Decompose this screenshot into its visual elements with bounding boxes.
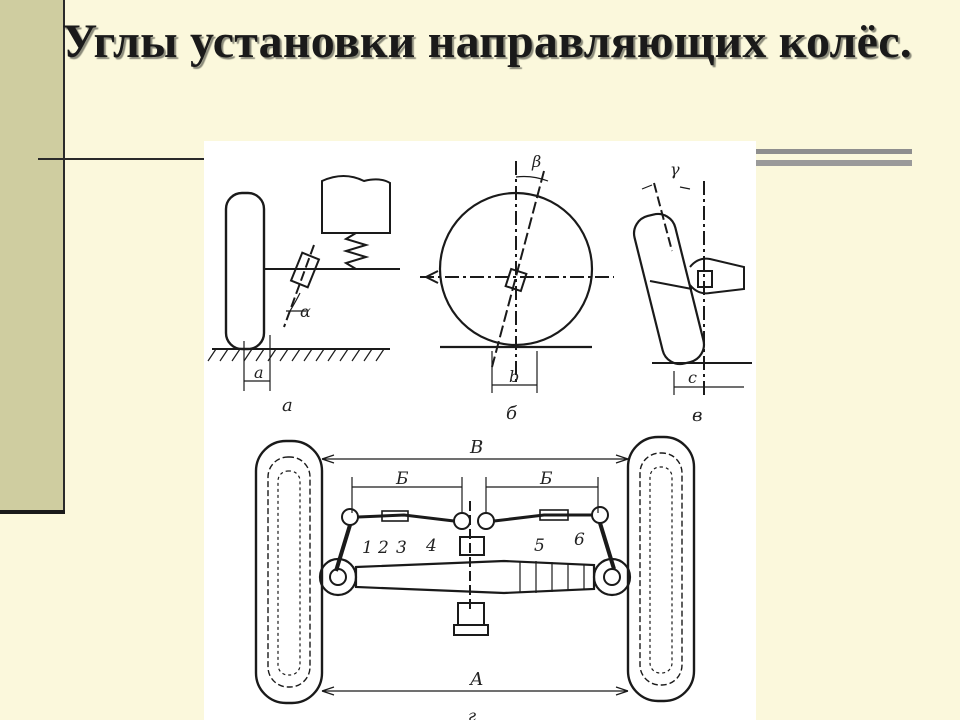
sidebar-bottom-rule — [0, 510, 65, 514]
angle-gamma-label: γ — [670, 160, 680, 179]
title-rule-left — [38, 158, 204, 160]
view-b: β b б — [420, 152, 614, 424]
title-rule-right-top — [756, 149, 912, 154]
dim-B-label: В — [469, 437, 483, 458]
part-number-3: 3 — [396, 538, 407, 558]
dim-c-label: c — [688, 368, 697, 387]
slide-sidebar-band — [0, 0, 65, 512]
angle-beta-label: β — [531, 152, 541, 171]
part-number-5: 5 — [534, 536, 545, 556]
dim-B-left-label: Б — [395, 469, 409, 489]
view-c-caption: в — [692, 405, 702, 426]
title-rule-right-bottom — [756, 160, 912, 166]
part-number-6: 6 — [574, 530, 585, 550]
view-a-caption: а — [282, 395, 293, 416]
part-number-2: 2 — [377, 538, 389, 558]
part-number-4: 4 — [425, 536, 437, 556]
part-number-1: 1 — [362, 538, 373, 558]
view-g-caption: г — [468, 706, 476, 720]
dim-b-label: b — [509, 367, 519, 386]
dim-a-label: a — [254, 363, 264, 382]
dim-A-label: А — [468, 669, 484, 690]
view-a: a α а — [207, 175, 400, 416]
view-g-linkage: В Б Б А 1 2 3 4 5 6 г — [254, 435, 696, 720]
wheel-alignment-figure: a α а β b б γ c в — [204, 141, 756, 720]
dim-B-right-label: Б — [539, 469, 553, 489]
view-b-caption: б — [506, 403, 518, 424]
view-c: γ c в — [632, 160, 752, 426]
angle-alpha-label: α — [300, 302, 311, 321]
slide-title: Углы установки направляющих колёс. — [62, 15, 912, 68]
